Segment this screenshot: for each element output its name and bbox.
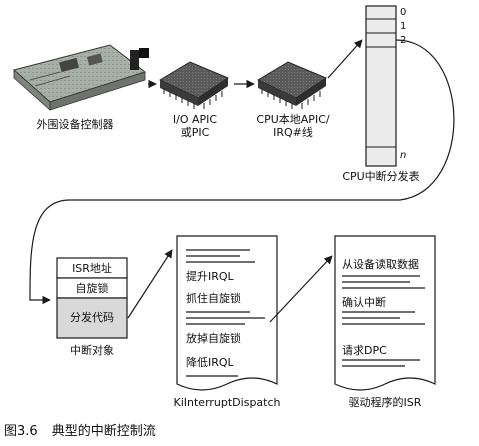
read-device-data-step: 从设备读取数据 (342, 258, 419, 271)
figure-title: 典型的中断控制流 (51, 424, 156, 439)
isr-address-row: ISR地址 (72, 262, 112, 275)
lower-irql-step: 降低IRQL (186, 356, 234, 369)
dispatch-code-row: 分发代码 (70, 311, 114, 324)
io-apic-label: I/O APIC 或PIC (172, 113, 218, 139)
arrow-table-to-interrupt-object (29, 39, 455, 305)
release-spinlock-step: 放掉自旋锁 (186, 332, 241, 345)
table-index-2: 2 (400, 35, 407, 46)
arrow-object-to-kidispatch (127, 249, 173, 319)
table-index-0: 0 (400, 7, 407, 18)
ki-interrupt-dispatch-doc (176, 235, 278, 391)
arrow-cpuapic-to-table (327, 39, 363, 79)
peripheral-controller-card-icon (12, 44, 149, 111)
figure-caption: 图3.6 典型的中断控制流 (4, 424, 170, 440)
ack-interrupt-step: 确认中断 (342, 296, 386, 309)
raise-irql-step: 提升IRQL (186, 270, 234, 283)
table-index-n: n (400, 150, 407, 161)
io-apic-chip-icon (158, 61, 230, 109)
figure-number: 图3.6 (4, 424, 38, 439)
driver-isr-label: 驱动程序的ISR (348, 396, 422, 409)
dispatch-table-label: CPU中断分发表 (342, 170, 420, 183)
arrow-kidispatch-to-isr (269, 255, 333, 323)
peripheral-controller-label: 外围设备控制器 (36, 118, 114, 131)
interrupt-object-box (56, 257, 128, 339)
spinlock-row: 自旋锁 (75, 282, 109, 295)
interrupt-object-label: 中断对象 (70, 344, 114, 357)
table-index-1: 1 (400, 21, 407, 32)
cpu-local-apic-label: CPU本地APIC/ IRQ#线 (256, 113, 330, 139)
cpu-interrupt-dispatch-table (365, 5, 397, 167)
driver-isr-doc (334, 235, 436, 391)
ki-interrupt-dispatch-label: KiInterruptDispatch (173, 396, 281, 409)
acquire-spinlock-step: 抓住自旋锁 (186, 292, 241, 305)
cpu-local-apic-chip-icon (256, 61, 328, 109)
request-dpc-step: 请求DPC (342, 344, 387, 357)
